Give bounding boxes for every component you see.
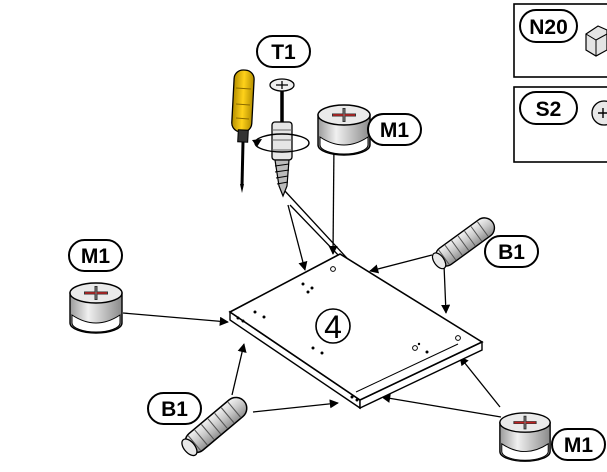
svg-text:T1: T1 [271,41,296,64]
parts-panel: N20 S2 [513,3,607,163]
step-number: 4 [324,309,342,345]
connector-block-icon [585,25,607,57]
arrow-cam-bottom-left [381,393,502,418]
svg-text:M1: M1 [564,434,593,457]
arrow-screw-to-hole-1 [287,204,308,271]
arrow-cam-left-to-edge [122,312,229,326]
label-m1-left: M1 [68,239,123,272]
label-b1-right: B1 [484,235,539,268]
step-number-circle [315,308,351,344]
screwdriver-icon [231,69,255,193]
svg-text:M1: M1 [380,119,409,142]
part-label-n20: N20 [529,16,568,39]
label-b1-left: B1 [147,392,202,425]
svg-text:B1: B1 [498,241,525,264]
part-label-s2: S2 [536,98,562,121]
label-m1-top: M1 [367,113,422,146]
cam-bolt-icon [252,78,310,198]
label-t1: T1 [256,35,311,68]
arrow-dowel-right-to-hole [369,254,433,274]
cam-lock-icon-bottom [498,411,552,463]
arrow-dowel-left-up [231,343,247,396]
cam-screw-icon [591,100,607,126]
cam-lock-icon-top [316,103,372,157]
cam-lock-icon-left [68,281,124,335]
part-badge-s2 [519,91,578,125]
arrow-cam-bottom-up [459,356,501,408]
arrow-cam-top-to-panel [328,141,338,255]
part-badge-n20 [519,9,578,43]
svg-text:M1: M1 [81,245,110,268]
arrow-dowel-right-to-edge [441,264,451,314]
arrow-dowel-left-right [252,399,339,413]
svg-text:B1: B1 [161,398,188,421]
label-m1-bottom: M1 [551,428,606,461]
panel-board: 4 [228,253,484,410]
